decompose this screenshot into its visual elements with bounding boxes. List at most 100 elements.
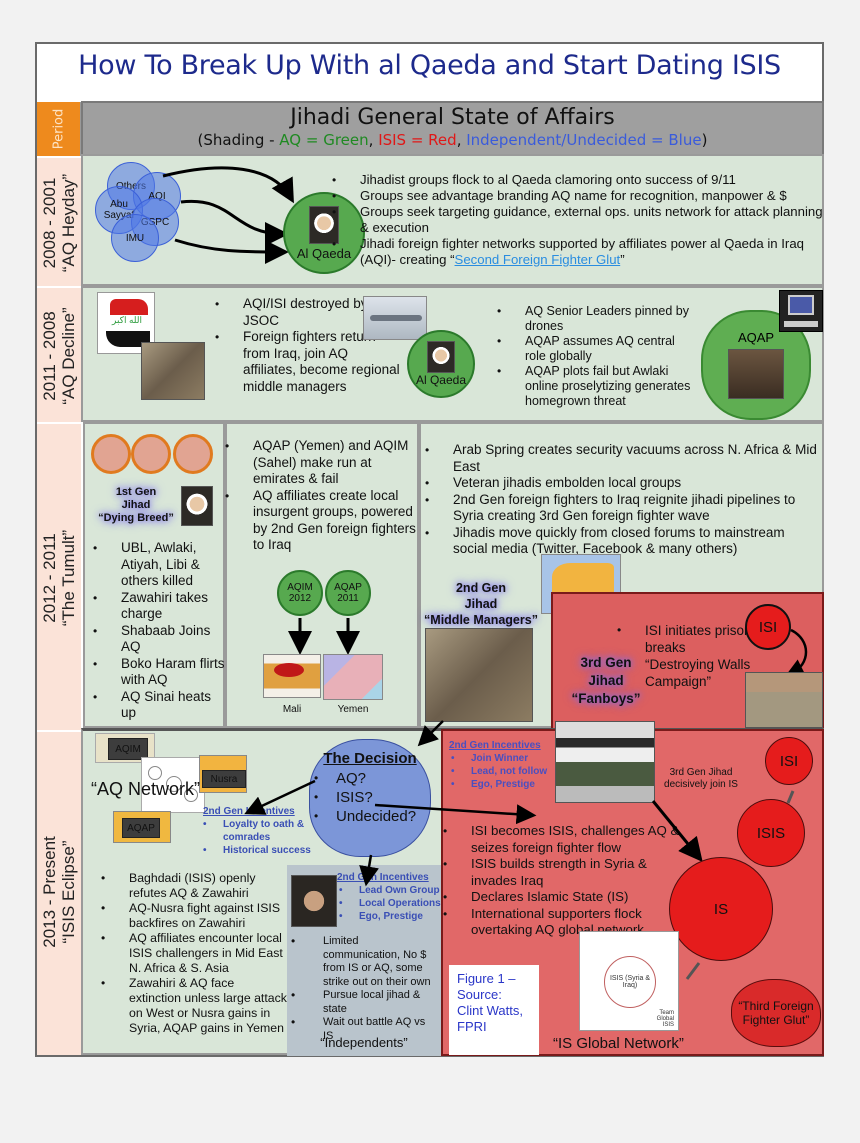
al-qaeda-label: Al Qaeda [415,373,467,387]
arab-spring-bullets: Arab Spring creates security vacuums acr… [421,442,821,558]
bullet: Limited communication, No $ from IS or A… [287,935,437,989]
computer-keyboard [784,321,818,327]
tumult-affiliates-panel: AQAP (Yemen) and AQIM (Sahel) make run a… [225,422,419,728]
period-tumult: 2012 - 2011“The Tumult” [37,422,81,730]
mali-map [263,654,321,698]
network-center: ISIS (Syria & Iraq) [604,956,656,1008]
network-center-label: ISIS (Syria & Iraq) [609,975,651,989]
isi-label: ISI [758,618,778,636]
period-column-header: Period [37,102,81,156]
bin-laden-photo [427,341,455,373]
group-imu: IMU [111,214,159,262]
decision-arrows [244,720,537,887]
bullet: Veteran jihadis embolden local groups [421,475,821,492]
bullet: Groups see advantage branding AQ name fo… [328,188,823,204]
bullet: UBL, Awlaki, Atiyah, Libi & others kille… [89,540,225,590]
al-qaeda-node: Al Qaeda [407,330,475,398]
aqap-cloud: AQAP [701,310,811,420]
period-years: 2008 - 2001 [40,177,59,269]
aq-network-diagram [141,757,205,813]
infographic-frame: How To Break Up With al Qaeda and Start … [35,42,824,1057]
prohibited-icon [91,434,131,474]
bullet: Boko Haram flirts with AQ [89,656,225,689]
second-glut-link[interactable]: Second Foreign Fighter Glut [454,252,621,267]
aq-eclipse-bullets: Baghdadi (ISIS) openly refutes AQ & Zawa… [97,871,289,1036]
period-name: “The Tumult” [59,529,78,627]
incentives-list: Join Winner Lead, not follow Ego, Presti… [449,752,579,791]
group-label: IMU [125,232,145,244]
flag-white: الله اكبر [102,315,152,331]
bullet: Declares Islamic State (IS) [439,889,689,906]
legend-suffix: ) [701,131,708,149]
bullet: Jihadi foreign fighter networks supporte… [328,236,823,268]
legend-independent: Independent/Undecided = Blue [466,131,702,149]
incentive: Lead, not follow [449,765,579,778]
network-node [148,766,162,780]
incentives-title: 2nd Gen Incentives [449,740,541,751]
period-years: 2013 - Present [40,836,59,948]
bullet: Pursue local jihad & state [287,989,437,1016]
legend-isis: ISIS = Red [378,131,457,149]
isis-incentives: 2nd Gen Incentives Join Winner Lead, not… [449,739,579,791]
bullet: Wait out battle AQ vs IS [287,1016,437,1043]
bullet: 2nd Gen foreign fighters to Iraq reignit… [421,492,821,525]
shading-legend: (Shading - AQ = Green, ISIS = Red, Indep… [83,131,822,149]
nusra-label: Nusra [210,773,238,785]
aq-network-label: “AQ Network” [91,779,201,799]
group-label: Abu Sayyaf [103,199,135,221]
bullet: Jihadist groups flock to al Qaeda clamor… [328,172,823,188]
independent-bullets: Limited communication, No $ from IS or A… [287,935,437,1043]
bullet: AQ affiliates create local insurgent gro… [221,488,417,554]
mali-label: Mali [282,704,302,715]
incentive: Ego, Prestige [449,778,579,791]
chain-label: ISI [779,752,799,770]
bullet: AQAP (Yemen) and AQIM (Sahel) make run a… [221,438,417,488]
legend-sep: , [368,131,379,149]
second-gen-line: 2nd Gen [455,581,506,595]
chain-label: ISIS [756,824,786,842]
incentives-title: 2nd Gen Incentives [337,872,429,883]
second-gen-line: “Middle Managers” [424,613,538,627]
bullet: AQAP assumes AQ central role globally [493,334,698,364]
computer-screen [788,295,814,315]
bullet-text: Jihadi foreign fighter networks supporte… [360,236,804,267]
independents-label: “Independents” [320,1035,408,1050]
arrow-into-decision [417,720,444,747]
bullet: Zawahiri takes charge [89,590,225,623]
is-node: IS [669,857,773,961]
affiliate-year: 2011 [337,593,359,604]
bullet: Foreign fighters return from Iraq, join … [211,329,401,395]
mali-hotspot [274,663,304,677]
page-title: How To Break Up With al Qaeda and Start … [78,50,781,81]
aqap-box: AQAP [122,818,160,838]
tumult-first-gen-panel: 1st Gen Jihad “Dying Breed” UBL, Awlaki,… [83,422,225,728]
iraq-flag-map: الله اكبر [97,292,155,354]
decline-row: الله اكبر AQI/ISI destroyed by JSOC Fore… [81,286,824,422]
first-gen-line: 1st Gen [115,486,157,498]
bullet: ISI initiates prison breaks “Destroying … [613,622,753,690]
second-gen-label: 2nd Gen Jihad “Middle Managers” [423,580,539,628]
period-name: “AQ Decline” [59,307,78,405]
bullet: Groups seek targeting guidance, external… [328,204,823,236]
incentive: Loyalty to oath & comrades [201,818,341,844]
option-isis: ISIS? [310,788,430,807]
flag-black [106,331,150,347]
period-label: Period [51,108,67,150]
affiliates-bullets: AQAP (Yemen) and AQIM (Sahel) make run a… [221,438,417,554]
network-corner-label: Team Global ISIS [656,1010,674,1028]
decision-options: AQ? ISIS? Undecided? [310,769,430,826]
bullet: AQ Senior Leaders pinned by drones [493,304,698,334]
network-node [166,776,182,792]
recruits-photo [555,721,655,803]
isi-node: ISI [765,737,813,785]
arrow-to-independents [359,854,379,887]
group-label: GSPC [140,216,170,228]
nusra-map-thumb: Nusra [199,755,247,793]
bullet: Baghdadi (ISIS) openly refutes AQ & Zawa… [97,871,289,901]
yemen-map [323,654,383,700]
isi-isis-link [786,790,795,804]
isi-arrow [784,628,808,678]
isis-node: ISIS [737,799,805,867]
arrow-to-isis [374,803,537,825]
